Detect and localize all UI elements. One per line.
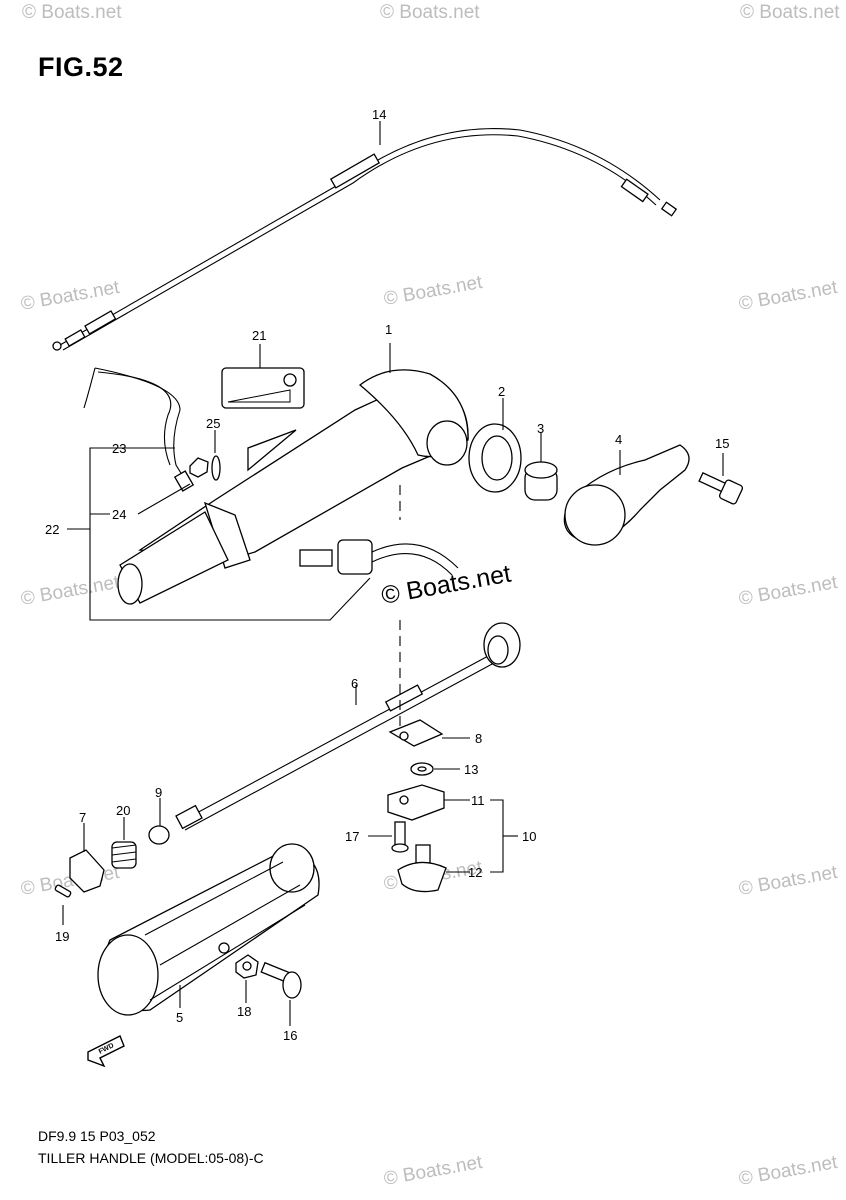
part-label-14: 14 bbox=[372, 107, 386, 122]
cable-part-14 bbox=[52, 121, 678, 351]
part-label-19: 19 bbox=[55, 929, 69, 944]
washer-part-18 bbox=[235, 954, 259, 1003]
center-watermark: © Boats.net bbox=[379, 560, 513, 610]
screw-part-17 bbox=[368, 821, 409, 853]
part-label-20: 20 bbox=[116, 803, 130, 818]
collar-part-2 bbox=[468, 398, 522, 493]
part-label-8: 8 bbox=[475, 731, 482, 746]
plate-part-8 bbox=[388, 719, 470, 747]
part-label-12: 12 bbox=[468, 865, 482, 880]
part-label-4: 4 bbox=[615, 432, 622, 447]
watermark: © Boats.net bbox=[737, 277, 839, 315]
fwd-direction-badge: FWD bbox=[87, 1035, 125, 1068]
pin-part-19 bbox=[54, 884, 72, 925]
bushing-part-3 bbox=[524, 433, 558, 501]
part-label-3: 3 bbox=[537, 421, 544, 436]
part-label-10: 10 bbox=[522, 829, 536, 844]
washer-part-13 bbox=[410, 762, 460, 776]
grip-part-5 bbox=[97, 843, 320, 1016]
part-label-16: 16 bbox=[283, 1028, 297, 1043]
part-labels: 1 2 3 4 5 6 7 8 9 10 11 12 13 14 15 16 1… bbox=[45, 107, 729, 1043]
part-label-6: 6 bbox=[351, 676, 358, 691]
watermark: © Boats.net bbox=[740, 2, 840, 23]
watermark: © Boats.net bbox=[380, 2, 480, 23]
diagram-code: DF9.9 15 P03_052 bbox=[38, 1128, 156, 1144]
part-label-7: 7 bbox=[79, 810, 86, 825]
watermark: © Boats.net bbox=[382, 272, 484, 310]
watermark: © Boats.net bbox=[19, 277, 121, 315]
cover-part-4 bbox=[563, 444, 690, 546]
watermark: © Boats.net bbox=[737, 572, 839, 610]
part-label-11: 11 bbox=[471, 793, 485, 808]
part-label-21: 21 bbox=[252, 328, 266, 343]
watermark: © Boats.net bbox=[19, 572, 121, 610]
screw-part-16 bbox=[260, 961, 302, 1026]
shaft-part-6 bbox=[175, 620, 521, 831]
stopper-part-7 bbox=[69, 823, 105, 893]
knob-part-12 bbox=[397, 844, 470, 893]
watermark: © Boats.net bbox=[737, 862, 839, 900]
part-label-15: 15 bbox=[715, 436, 729, 451]
group-bracket-part-10 bbox=[490, 799, 518, 873]
spring-part-20 bbox=[111, 817, 137, 869]
part-label-23: 23 bbox=[112, 441, 126, 456]
watermark: © Boats.net bbox=[382, 1152, 484, 1190]
diagram-caption: TILLER HANDLE (MODEL:05-08)-C bbox=[38, 1150, 264, 1166]
part-label-22: 22 bbox=[45, 522, 59, 537]
bolt-part-15 bbox=[698, 453, 744, 505]
part-label-24: 24 bbox=[112, 507, 126, 522]
part-label-1: 1 bbox=[385, 322, 392, 337]
tiller-bracket-part-1 bbox=[117, 343, 469, 605]
watermark: © Boats.net bbox=[22, 2, 122, 23]
label-part-21 bbox=[221, 344, 305, 409]
part-label-13: 13 bbox=[464, 762, 478, 777]
part-label-2: 2 bbox=[498, 384, 505, 399]
clip-part-9 bbox=[148, 798, 170, 845]
figure-title: FIG.52 bbox=[38, 52, 124, 82]
part-label-17: 17 bbox=[345, 829, 359, 844]
bracket-part-11 bbox=[387, 784, 470, 821]
lanyard-part-22 bbox=[67, 367, 371, 621]
part-label-5: 5 bbox=[176, 1010, 183, 1025]
watermark: © Boats.net bbox=[737, 1152, 839, 1190]
part-label-25: 25 bbox=[206, 416, 220, 431]
part-label-9: 9 bbox=[155, 785, 162, 800]
part-label-18: 18 bbox=[237, 1004, 251, 1019]
